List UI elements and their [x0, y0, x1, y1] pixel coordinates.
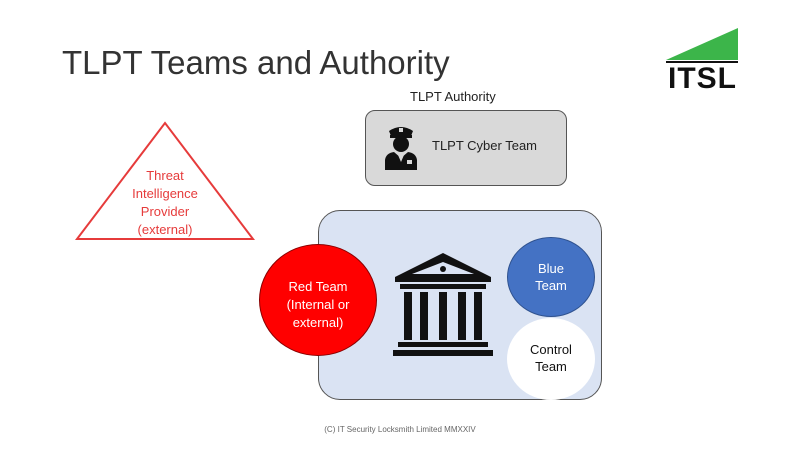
slide-title: TLPT Teams and Authority — [62, 44, 450, 81]
cyber-team-box — [365, 110, 567, 186]
threat-provider-line: Threat — [146, 168, 184, 183]
itsl-logo-icon — [666, 28, 738, 63]
red-team-label: Red Team (Internal or external) — [262, 278, 374, 332]
control-team-circle — [507, 318, 595, 400]
threat-provider-triangle — [74, 121, 256, 240]
threat-provider-label: Threat Intelligence Provider (external) — [110, 167, 220, 239]
blue-team-line: Blue — [537, 261, 565, 276]
bank-building-icon — [393, 253, 493, 356]
red-team-circle — [259, 244, 377, 356]
blue-team-label: Blue Team — [507, 260, 595, 294]
logo-text: ITSL — [668, 62, 737, 95]
blue-team-line: Team — [535, 278, 567, 293]
cyber-team-label: TLPT Cyber Team — [432, 138, 538, 153]
red-team-line: external) — [292, 315, 344, 330]
control-team-line: Control — [530, 342, 572, 357]
authority-label: TLPT Authority — [410, 89, 496, 104]
red-team-line: (Internal or — [286, 297, 350, 312]
control-team-label: Control Team — [507, 341, 595, 375]
threat-provider-line: Provider — [140, 204, 190, 219]
blue-team-circle — [507, 237, 595, 317]
threat-provider-line: (external) — [137, 222, 193, 237]
threat-provider-line: Intelligence — [132, 186, 198, 201]
red-team-line: Red Team — [288, 279, 348, 294]
copyright-footer: (C) IT Security Locksmith Limited MMXXIV — [324, 425, 476, 434]
control-team-line: Team — [535, 359, 567, 374]
police-officer-icon — [385, 127, 417, 170]
